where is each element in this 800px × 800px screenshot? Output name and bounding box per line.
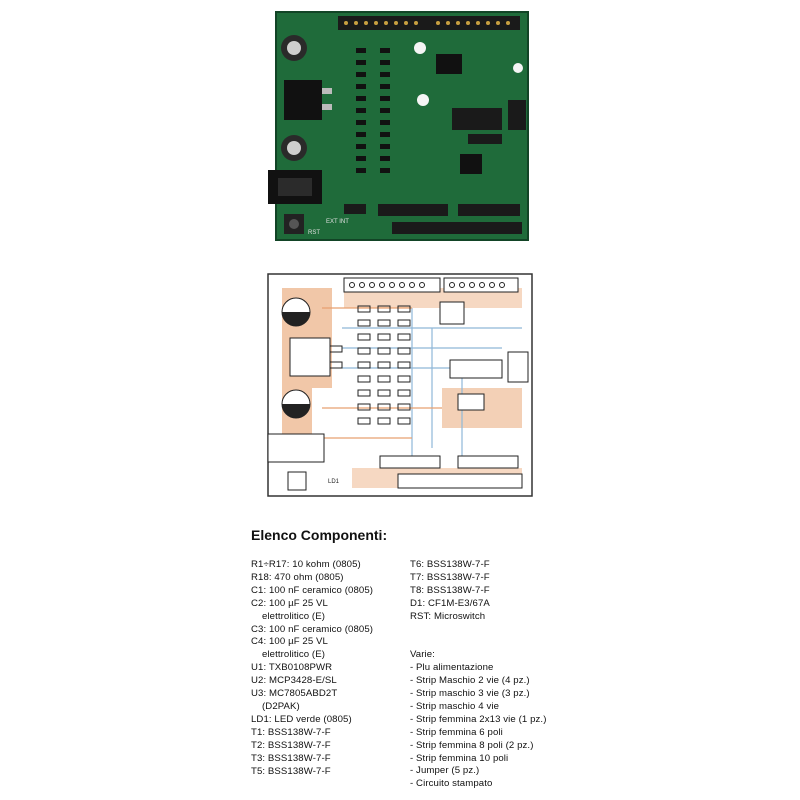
component-item: T6: BSS138W-7-F bbox=[410, 559, 490, 570]
component-item: C2: 100 µF 25 VL bbox=[251, 597, 328, 609]
component-item: - Strip Maschio 2 vie (4 pz.) bbox=[410, 675, 530, 687]
component-item: - Strip femmina 10 poli bbox=[410, 752, 509, 764]
component-item: LD1: LED verde (0805) bbox=[251, 713, 352, 725]
component-item: T1: BSS138W-7-F bbox=[251, 726, 331, 738]
component-item: T5: BSS138W-7-F bbox=[251, 765, 331, 777]
component-item: C3: 100 nF ceramico (0805) bbox=[251, 623, 374, 635]
component-item: C1: 100 nF ceramico (0805) bbox=[251, 584, 374, 596]
component-item: - Strip femmina 2x13 vie (1 pz.) bbox=[410, 713, 547, 725]
component-item: R18: 470 ohm (0805) bbox=[251, 571, 344, 583]
pcb-photo: EXT INT RST bbox=[268, 8, 534, 244]
component-item: - Circuito stampato bbox=[410, 778, 493, 790]
pcb-ext-int-label: EXT INT bbox=[326, 219, 349, 225]
list-spacer bbox=[410, 624, 547, 637]
component-item: T3: BSS138W-7-F bbox=[251, 752, 331, 764]
component-item: - Strip maschio 3 vie (3 pz.) bbox=[410, 688, 530, 700]
component-item: T7: BSS138W-7-F bbox=[410, 571, 490, 583]
component-item: - Strip femmina 6 poli bbox=[410, 726, 503, 738]
component-item: - Strip maschio 4 vie bbox=[410, 700, 500, 712]
components-right-column: T6: BSS138W-7-F T7: BSS138W-7-F T8: BSS1… bbox=[410, 559, 547, 791]
pcb-rst-label: RST bbox=[308, 230, 320, 236]
varie-heading: Varie: bbox=[410, 649, 435, 661]
pcb-layout-drawing: LD1 bbox=[262, 268, 538, 502]
component-item: (D2PAK) bbox=[262, 700, 300, 712]
components-title: Elenco Componenti: bbox=[251, 527, 388, 543]
components-left-column: R1÷R17: 10 kohm (0805) R18: 470 ohm (080… bbox=[251, 559, 373, 778]
component-item: elettrolitico (E) bbox=[262, 610, 326, 622]
layout-ld1-label: LD1 bbox=[328, 479, 340, 485]
component-item: U2: MCP3428-E/SL bbox=[251, 675, 337, 687]
component-item: R1÷R17: 10 kohm (0805) bbox=[251, 559, 361, 570]
component-item: U1: TXB0108PWR bbox=[251, 662, 333, 674]
component-item: - Strip femmina 8 poli (2 pz.) bbox=[410, 739, 534, 751]
component-item: T8: BSS138W-7-F bbox=[410, 584, 490, 596]
component-item: - Plu alimentazione bbox=[410, 662, 494, 674]
component-item: RST: Microswitch bbox=[410, 610, 486, 622]
component-item: C4: 100 µF 25 VL bbox=[251, 636, 328, 648]
component-item: D1: CF1M-E3/67A bbox=[410, 597, 490, 609]
component-item: T2: BSS138W-7-F bbox=[251, 739, 331, 751]
list-spacer bbox=[410, 636, 547, 649]
component-item: - Jumper (5 pz.) bbox=[410, 765, 480, 777]
component-item: elettrolitico (E) bbox=[262, 649, 326, 661]
component-item: U3: MC7805ABD2T bbox=[251, 688, 338, 700]
